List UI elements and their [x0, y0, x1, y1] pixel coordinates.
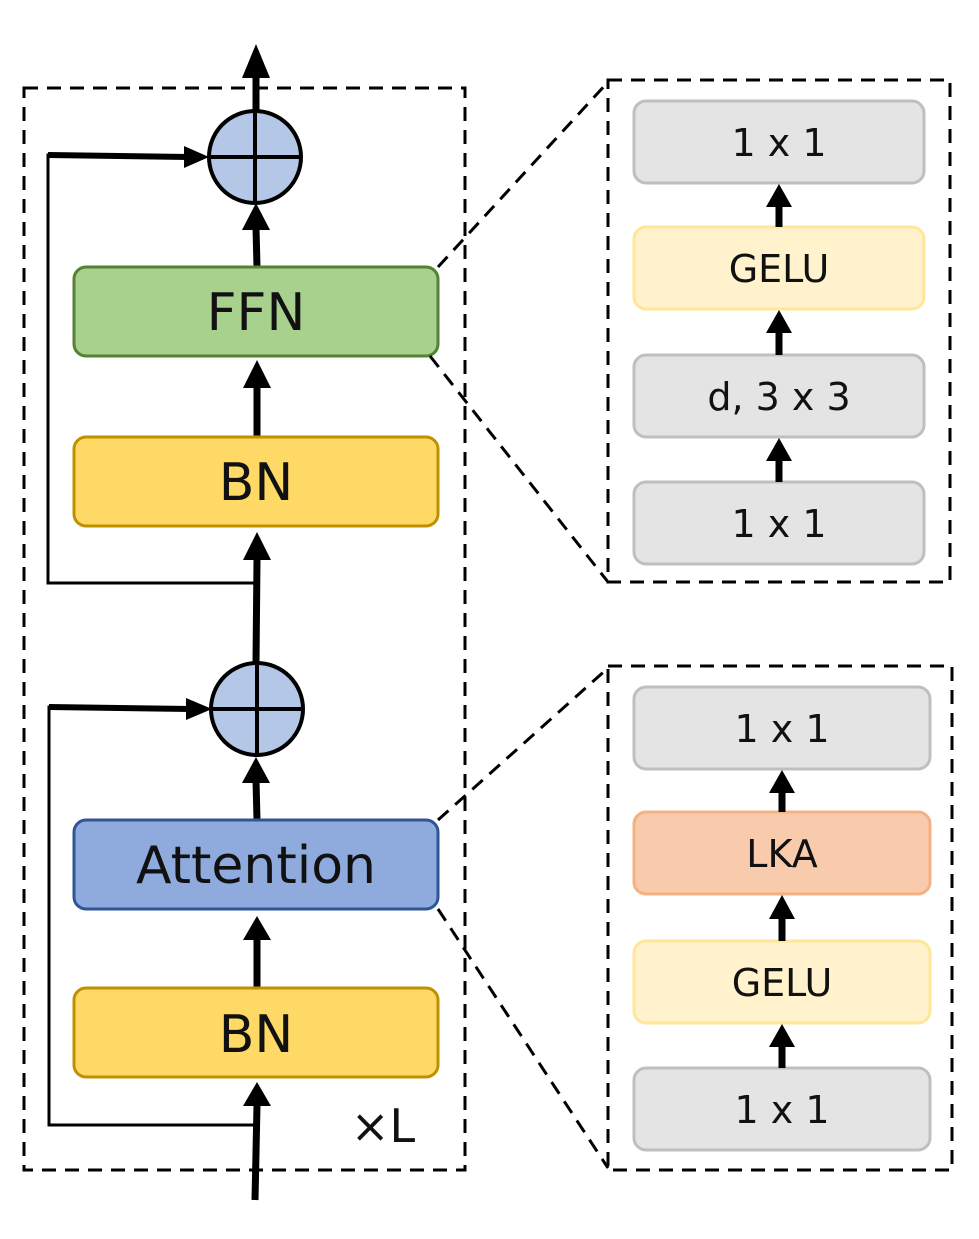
attn-detail-layer-2: GELU — [732, 961, 833, 1005]
ffn-block — [72, 265, 440, 358]
repeat-label: ×L — [351, 1099, 416, 1153]
attention-label: Attention — [136, 836, 376, 896]
attn-detail-conv1x1-top — [632, 685, 932, 771]
attention-block — [72, 818, 440, 911]
add-node-top — [207, 109, 303, 205]
main-arrowheads — [242, 44, 271, 1106]
attn-detail-layer-0: 1 x 1 — [735, 707, 830, 751]
ffn-detail-conv1x1-top — [632, 99, 926, 185]
ffn-detail-arrows — [766, 184, 792, 482]
attention-detail-arrows — [769, 770, 795, 1068]
main-flow-lines — [251, 75, 261, 1201]
ffn-detail-layer-3: 1 x 1 — [732, 502, 827, 546]
ffn-detail-layer-0: 1 x 1 — [732, 121, 827, 165]
ffn-detail-layer-2: d, 3 x 3 — [707, 375, 850, 419]
attn-detail-layer-1: LKA — [746, 832, 817, 876]
ffn-detail-panel — [606, 78, 952, 584]
add-node-bottom — [209, 661, 305, 757]
zoom-connectors — [428, 80, 610, 1169]
ffn-label: FFN — [207, 283, 306, 343]
bn-block-bottom — [72, 986, 440, 1079]
residual-connections — [46, 152, 257, 1127]
bn-top-label: BN — [219, 453, 294, 513]
bn-bottom-label: BN — [219, 1005, 294, 1065]
residual-arrowheads — [184, 146, 212, 720]
block-boundary — [22, 86, 467, 1172]
attn-detail-layer-3: 1 x 1 — [735, 1088, 830, 1132]
attention-detail-panel — [606, 664, 954, 1172]
bn-block-top — [72, 435, 440, 528]
ffn-detail-layer-1: GELU — [729, 247, 830, 291]
